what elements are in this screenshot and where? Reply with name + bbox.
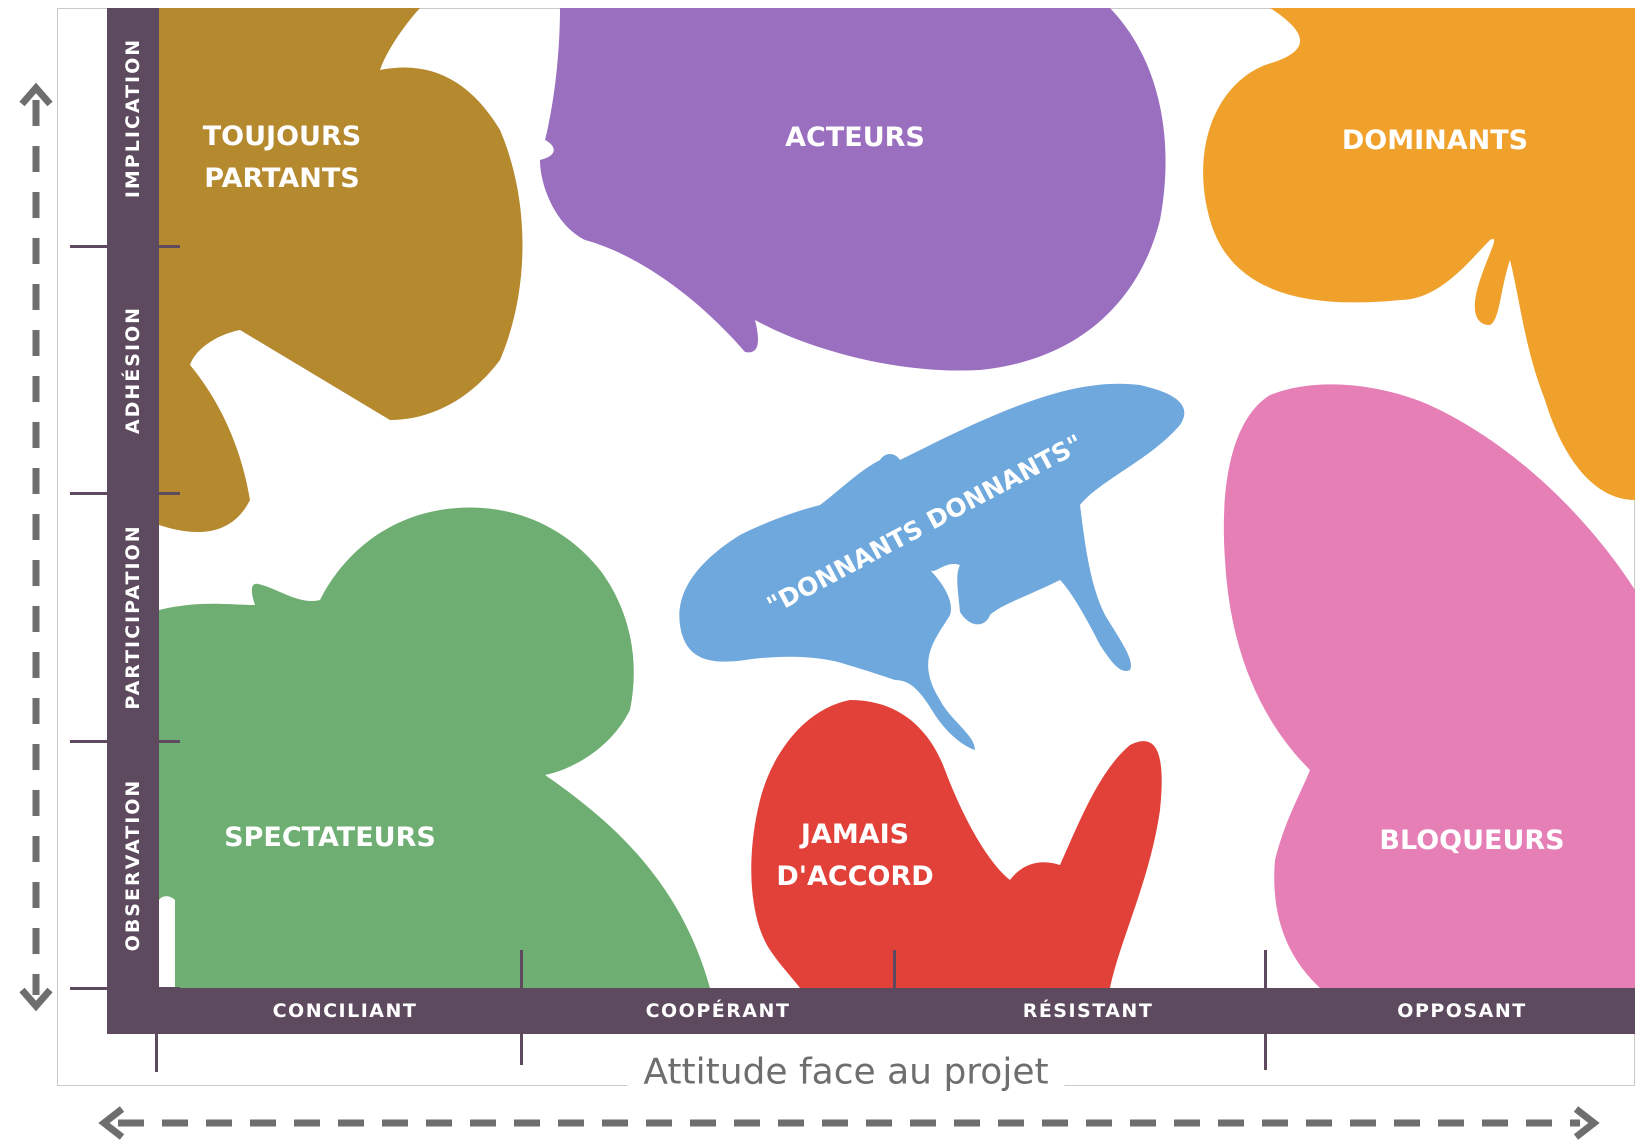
y-level-adhesion: ADHÉSION	[122, 305, 144, 435]
y-tick	[70, 740, 180, 743]
y-tick	[70, 987, 180, 990]
label-dominants: DOMINANTS	[1341, 125, 1529, 156]
label-spectateurs: SPECTATEURS	[224, 822, 436, 853]
label-acteurs: ACTEURS	[785, 122, 925, 153]
spectateurs-shape	[159, 507, 710, 988]
y-level-implication: IMPLICATION	[122, 37, 144, 199]
y-axis-bar	[107, 8, 159, 1034]
y-tick	[70, 492, 180, 495]
x-level-opposant: OPPOSANT	[1397, 1000, 1527, 1022]
x-axis-title: Attitude face au projet	[627, 1051, 1065, 1093]
label-jamais: JAMAIS	[800, 819, 910, 850]
label-partants: PARTANTS	[204, 163, 360, 194]
x-tick	[155, 1034, 158, 1072]
x-level-cooperant: COOPÉRANT	[645, 1000, 791, 1022]
x-tick	[520, 950, 523, 1065]
donnants-donnants-shape	[679, 383, 1185, 750]
x-tick	[893, 950, 896, 990]
label-daccord: D'ACCORD	[776, 861, 934, 892]
y-level-participation: PARTICIPATION	[122, 524, 144, 710]
toujours-partants-shape	[159, 8, 523, 533]
jamais-daccord-shape	[751, 700, 1162, 988]
label-toujours: TOUJOURS	[202, 121, 362, 152]
x-level-resistant: RÉSISTANT	[1022, 1000, 1154, 1022]
y-tick	[70, 245, 180, 248]
dominants-shape	[1203, 8, 1635, 500]
bloqueurs-shape	[1223, 384, 1635, 988]
y-level-observation: OBSERVATION	[122, 778, 144, 952]
x-tick	[1264, 950, 1267, 1070]
x-level-conciliant: CONCILIANT	[272, 1000, 418, 1022]
label-jamais-daccord: JAMAIS D'ACCORD	[776, 814, 933, 898]
label-toujours-partants: TOUJOURS PARTANTS	[203, 116, 361, 200]
label-bloqueurs: BLOQUEURS	[1379, 825, 1565, 856]
x-axis-bar	[107, 988, 1635, 1034]
acteurs-shape	[540, 8, 1166, 371]
